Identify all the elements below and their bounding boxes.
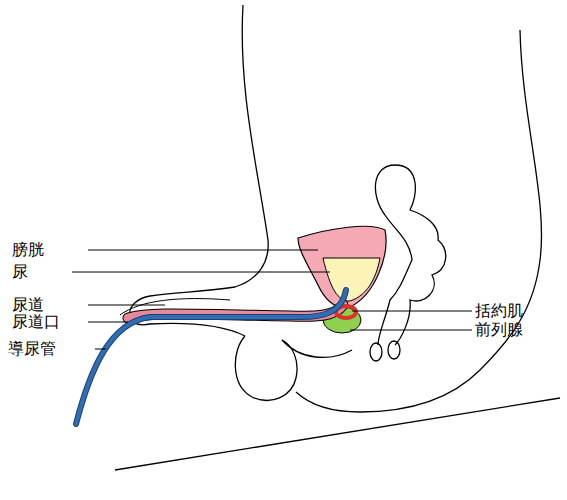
leader-lines (72, 250, 472, 349)
part-label: 導尿管 (8, 340, 56, 358)
catheter (76, 290, 346, 424)
part-label: 尿道口 (12, 313, 60, 331)
part-label: 膀胱 (12, 241, 44, 259)
part-label: 括約肌 (475, 302, 523, 320)
urine (323, 258, 380, 301)
part-label: 前列腺 (475, 321, 523, 339)
part-label: 尿 (12, 263, 28, 281)
part-label: 尿道 (12, 296, 44, 314)
catheter-outline (76, 290, 346, 424)
body-outline (115, 5, 560, 470)
